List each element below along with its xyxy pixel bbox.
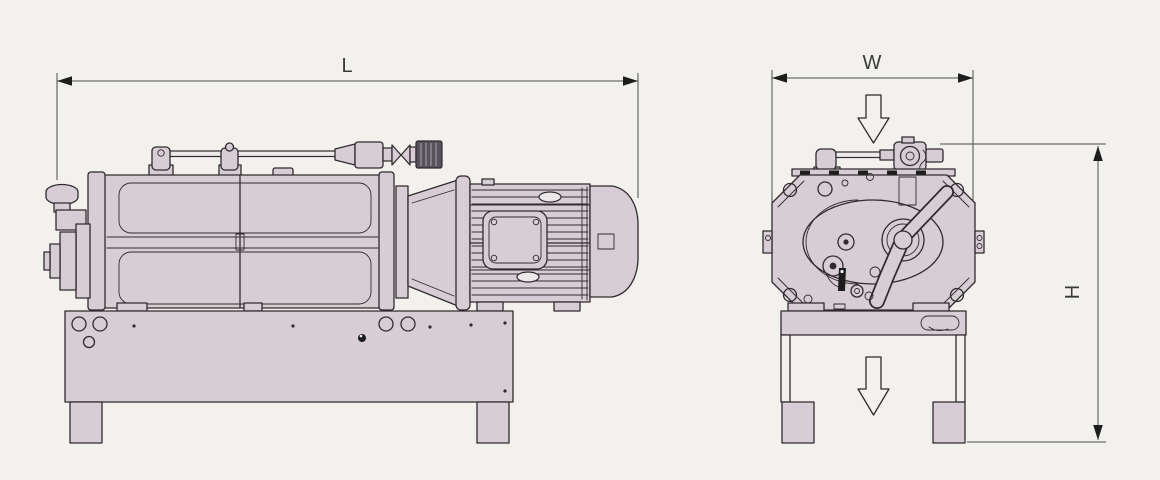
height-label: H — [1062, 285, 1084, 299]
base-frame-side — [64, 302, 514, 444]
foot — [69, 401, 103, 444]
base-frame-front — [780, 302, 967, 444]
arrowhead-left-icon — [57, 76, 72, 86]
pump-face — [762, 168, 985, 311]
frame-top-bar — [780, 310, 967, 336]
side-view — [43, 140, 639, 444]
foot — [781, 401, 815, 444]
cooling-pipe-assembly — [148, 140, 443, 177]
arrowhead-right-icon — [958, 73, 973, 83]
arrowhead-right-icon — [623, 76, 638, 86]
handle-slot — [920, 315, 960, 331]
foot — [932, 401, 966, 444]
motor — [469, 178, 639, 312]
side-lug — [974, 230, 985, 254]
pump-front-end — [43, 183, 91, 299]
motor-foot — [553, 301, 581, 312]
arrowhead-down-icon — [1093, 425, 1103, 440]
length-label: L — [341, 55, 352, 77]
mount-pad — [787, 302, 825, 312]
pump-cylinder — [103, 174, 381, 309]
frame-rail — [780, 334, 791, 403]
motor-flange — [455, 175, 471, 311]
arrowhead-left-icon — [772, 73, 787, 83]
frame-rail — [955, 334, 966, 403]
arrowhead-up-icon — [1093, 146, 1103, 161]
side-lug — [762, 230, 773, 254]
crank-handle — [869, 185, 954, 309]
pipe — [835, 151, 883, 159]
width-label: W — [863, 52, 882, 74]
mount-pad — [912, 302, 950, 312]
drain-lever — [838, 268, 846, 291]
dimension-width: W — [771, 52, 974, 203]
bell-housing — [395, 175, 471, 311]
pipe — [169, 150, 337, 158]
solenoid-valve — [334, 140, 443, 169]
mount-pad — [243, 302, 263, 312]
dimension-height: H — [940, 143, 1106, 443]
motor-foot — [476, 301, 504, 312]
shaft-cover — [75, 223, 91, 299]
dimension-length: L — [56, 55, 639, 198]
shaft-boss — [881, 218, 925, 262]
baseplate — [64, 310, 514, 403]
oil-filler-knob — [45, 183, 79, 206]
mount-pad — [116, 302, 148, 312]
inlet-flow-arrow-icon — [857, 94, 890, 144]
terminal-box — [482, 210, 548, 270]
front-view — [762, 94, 985, 444]
outlet-flow-arrow-icon — [857, 356, 890, 416]
gear-cover-oval — [802, 199, 944, 285]
pipe-elbow — [815, 148, 837, 171]
lifting-lug — [516, 271, 540, 283]
pump-body — [87, 167, 395, 311]
lifting-lug — [538, 191, 562, 203]
pipe-elbow — [151, 146, 171, 171]
foot — [476, 401, 510, 444]
end-plate-right — [378, 171, 395, 311]
solenoid-coil — [415, 140, 443, 169]
